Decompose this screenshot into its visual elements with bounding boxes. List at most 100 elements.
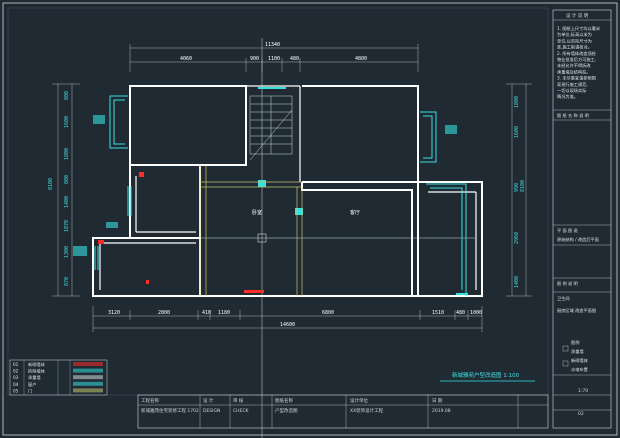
axis-crosshair-icon: [257, 233, 267, 243]
side-block-text: 图 纸 名 称 说 明: [557, 112, 589, 119]
title-block-cell: XX装饰设计工程: [350, 407, 384, 414]
title-block-cell: 新城雅苑住宅装修工程 1702: [141, 407, 199, 414]
dim-bottom-segment: 1180: [218, 310, 230, 316]
note-line: 承重墙及结构柱。: [557, 68, 591, 75]
note-line: 单位,以实际尺寸为: [557, 37, 592, 44]
dim-right-segment: 2960: [514, 232, 520, 244]
dim-right-segment: 1400: [514, 276, 520, 288]
sheet-number: 02: [578, 411, 584, 417]
exterior-walls: [92, 85, 483, 297]
legend-code: 02: [13, 369, 19, 374]
legend-text: 承重墙: [28, 374, 41, 381]
note-line: 为单位,标高以米为: [557, 31, 592, 38]
legend-text: 门: [28, 387, 32, 394]
dim-right-segment: 990: [514, 183, 520, 192]
dim-left-segment: 870: [64, 277, 70, 286]
legend-swatch: [73, 381, 103, 386]
side-block-text: 水电布置: [571, 366, 588, 373]
title-block-cell: CHECK: [233, 408, 250, 414]
side-block-text: 图 例 说 明: [557, 280, 578, 287]
title-block-cell: 图纸名称: [275, 397, 293, 404]
legend-code: 04: [13, 382, 19, 387]
partition-lines: [199, 166, 303, 296]
side-block-text: 图例: [571, 339, 579, 346]
dimension-lines-top: [129, 44, 419, 72]
dim-left-segment: 1870: [64, 220, 70, 232]
title-block-cell: 设计单位: [350, 397, 368, 404]
dim-right-segment: 1800: [514, 96, 520, 108]
dim-left-segment: 800: [64, 91, 70, 100]
legend-text: 新砌墙体: [28, 361, 46, 368]
right-info-panel: [552, 9, 612, 429]
dim-bottom-segment: 410: [202, 310, 211, 316]
side-tags: [73, 115, 457, 256]
staircase: [249, 95, 293, 161]
dim-bottom-segment: 1510: [432, 310, 444, 316]
note-line: 一切以现场实际: [557, 87, 586, 94]
dim-left-segment: 1400: [64, 196, 70, 208]
title-block-grid: [137, 394, 549, 429]
interior-walls: [99, 85, 477, 290]
legend-swatch: [73, 368, 103, 373]
dim-left-segment: 1800: [64, 148, 70, 160]
title-block-cell: 设 计: [203, 397, 214, 404]
title-block-cell: 日 期: [432, 398, 443, 404]
dim-top-segment: 4800: [355, 56, 367, 62]
dim-top-segment: 4060: [180, 56, 192, 62]
legend-table: [9, 359, 108, 396]
legend-swatch: [73, 375, 103, 380]
legend-swatch: [73, 388, 103, 393]
legend-rows: 01 新砌墙体 02 拆除墙体 03 承重墙 04 窗户 05 门: [13, 361, 103, 394]
note-line: 1. 图纸上尺寸均以毫米: [557, 25, 601, 32]
note-line: 3. 未尽事宜请参照国: [557, 75, 596, 82]
notes-lines: 1. 图纸上尺寸均以毫米为单位,标高以米为单位,以实际尺寸为准,施工前请核对。2…: [557, 25, 601, 100]
title-block-cell: DESIGN: [203, 408, 220, 414]
title-block-cell: 工程名称: [141, 397, 159, 404]
side-block-text: 平 面 图 说: [557, 227, 578, 234]
dims-top-segments: 4060 900 1100 480 4800: [180, 56, 367, 62]
dim-left-total: 8100: [48, 178, 54, 190]
note-line: 家现行施工规范,: [557, 81, 588, 88]
dim-left-segment: 800: [64, 175, 70, 184]
room-labels: 卧室客厅: [252, 209, 360, 216]
note-line: 准,施工前请核对。: [557, 44, 592, 51]
legend-text: 窗户: [28, 381, 36, 388]
dim-bottom-segment: 480: [456, 310, 465, 316]
dimension-lines-bottom: [92, 306, 483, 332]
columns: [258, 180, 303, 215]
dimension-lines-right: [506, 83, 532, 297]
room-label: 卧室: [252, 209, 262, 216]
dim-bottom-segment: 6800: [322, 310, 334, 316]
red-markers: [98, 172, 264, 293]
side-block-text: 承重墙: [571, 348, 584, 355]
title-block-cell: 审 核: [233, 397, 244, 404]
windows: [94, 87, 468, 296]
dim-bottom-total: 14600: [280, 322, 295, 328]
drawing-title: 新城雅苑户型改造图 1:100: [452, 371, 520, 379]
legend-text: 拆除墙体: [28, 368, 46, 375]
legend-code: 01: [13, 362, 19, 367]
note-line: 物业批准后方可施工,: [557, 56, 596, 63]
dim-top-segment: 1100: [268, 56, 280, 62]
dim-right-total: 8100: [520, 180, 526, 192]
dim-left-segment: 1300: [64, 246, 70, 258]
side-block-text: 卫生间: [557, 295, 570, 302]
dimension-lines-left: [52, 83, 80, 297]
legend-code: 03: [13, 375, 19, 380]
legend-code: 05: [13, 388, 19, 393]
dim-top-segment: 480: [290, 56, 299, 62]
dim-top-total: 11340: [265, 42, 280, 48]
dim-top-segment: 900: [250, 56, 259, 62]
side-block-text: 原始结构 / 改造后平面: [557, 236, 599, 243]
dim-bottom-segment: 1000: [470, 310, 482, 316]
title-block-cell: 户型改造图: [275, 407, 298, 414]
title-block-cell: 2019.08: [432, 408, 451, 414]
